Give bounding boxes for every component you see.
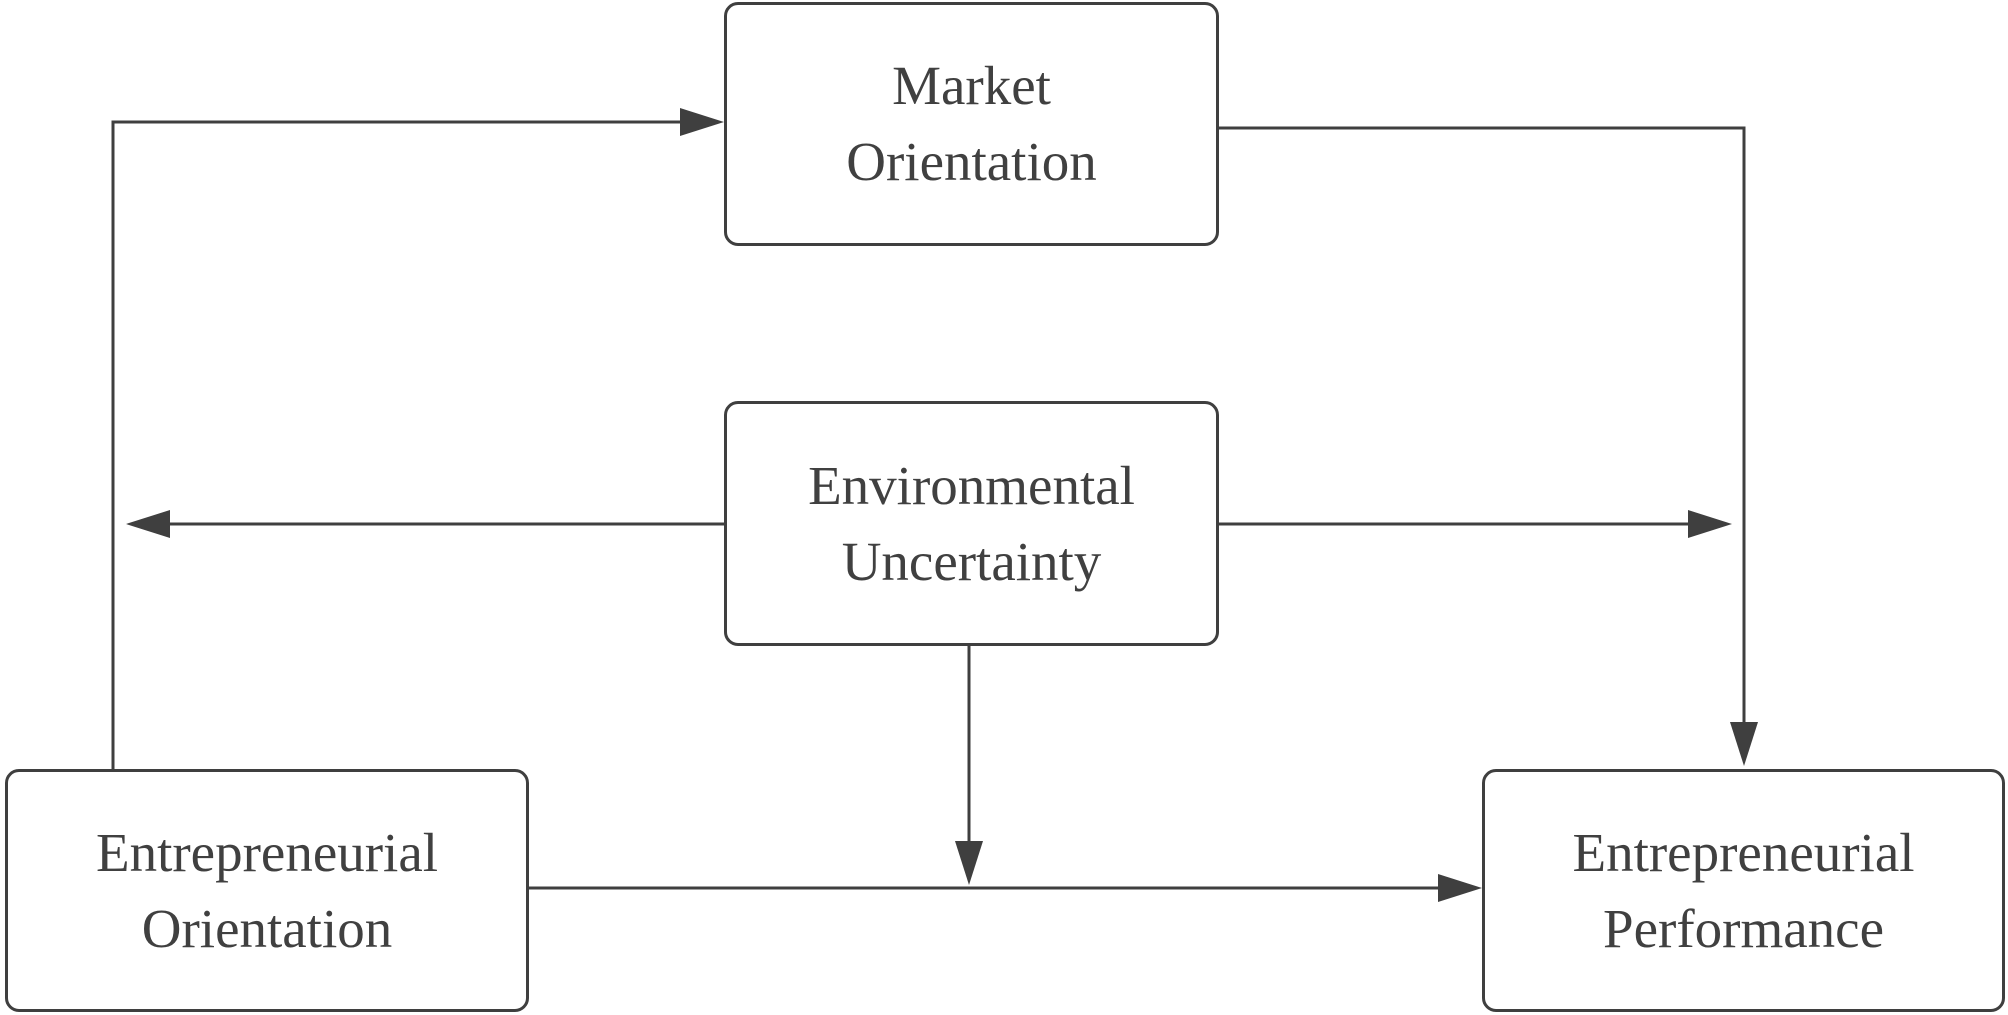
entrepreneurial-performance-line1: Entrepreneurial (1572, 821, 1915, 883)
entrepreneurial-orientation-box: Entrepreneurial Orientation (5, 769, 529, 1012)
arrowhead-eu-right (1688, 510, 1732, 538)
arrowhead-mo-to-ep (1730, 722, 1758, 766)
entrepreneurial-performance-line2: Performance (1603, 897, 1884, 959)
market-orientation-box: Market Orientation (724, 2, 1219, 246)
arrowhead-eu-down (955, 841, 983, 885)
arrowhead-eu-left (126, 510, 170, 538)
entrepreneurial-orientation-line1: Entrepreneurial (95, 821, 439, 883)
arrowhead-eo-to-ep (1438, 874, 1482, 902)
market-orientation-line1: Market (892, 55, 1051, 116)
market-orientation-line2: Orientation (846, 131, 1097, 192)
arrowhead-eo-to-mo (680, 108, 724, 136)
environmental-uncertainty-line1: Environmental (808, 454, 1135, 516)
entrepreneurial-orientation-line2: Orientation (141, 897, 393, 959)
environmental-uncertainty-line2: Uncertainty (841, 530, 1102, 592)
environmental-uncertainty-box: Environmental Uncertainty (724, 401, 1219, 646)
arrow-eo-to-mo (111, 120, 686, 769)
arrow-mo-to-ep (1219, 126, 1746, 730)
entrepreneurial-performance-box: Entrepreneurial Performance (1482, 769, 2005, 1012)
